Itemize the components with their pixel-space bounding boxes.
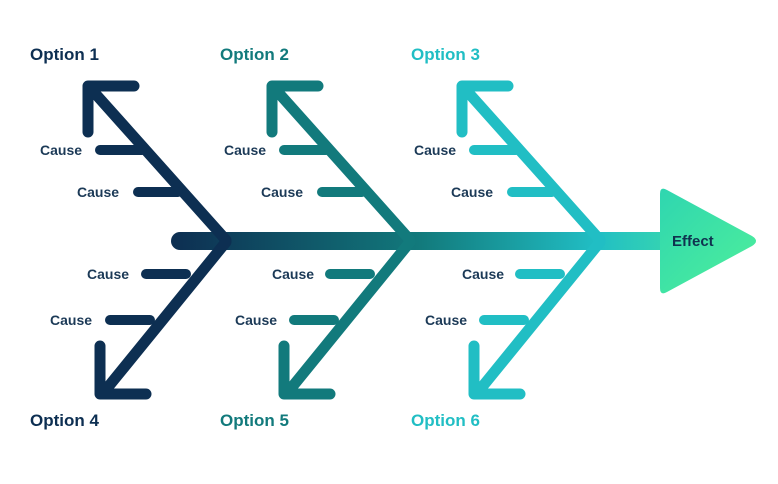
arrowhead-lower-6 xyxy=(468,340,526,400)
cause-label-11: Cause xyxy=(462,266,504,282)
cause-label-5: Cause xyxy=(224,142,266,158)
cause-label-1: Cause xyxy=(40,142,82,158)
arrowhead-upper-2 xyxy=(266,80,324,138)
effect-arrowhead xyxy=(660,188,756,294)
option-label-3: Option 3 xyxy=(411,45,480,64)
bone-group-2 xyxy=(266,80,416,400)
bone-group-1 xyxy=(82,80,232,400)
option-label-5: Option 5 xyxy=(220,411,289,430)
cause-label-4: Cause xyxy=(50,312,92,328)
cause-label-6: Cause xyxy=(261,184,303,200)
bone-lower-6 xyxy=(472,236,606,398)
bone-upper-3 xyxy=(460,84,606,246)
cause-label-9: Cause xyxy=(414,142,456,158)
cause-label-3: Cause xyxy=(87,266,129,282)
option-label-6: Option 6 xyxy=(411,411,480,430)
bone-lower-4 xyxy=(98,236,232,398)
arrowhead-upper-3 xyxy=(456,80,514,138)
cause-label-7: Cause xyxy=(272,266,314,282)
cause-label-2: Cause xyxy=(77,184,119,200)
arrowhead-upper-1 xyxy=(82,80,140,138)
option-label-1: Option 1 xyxy=(30,45,99,64)
option-label-4: Option 4 xyxy=(30,411,99,430)
cause-label-12: Cause xyxy=(425,312,467,328)
bone-upper-1 xyxy=(86,84,232,246)
effect-label: Effect xyxy=(672,233,714,250)
bone-lower-5 xyxy=(282,236,416,398)
option-label-2: Option 2 xyxy=(220,45,289,64)
arrowhead-lower-4 xyxy=(94,340,152,400)
cause-label-10: Cause xyxy=(451,184,493,200)
cause-label-8: Cause xyxy=(235,312,277,328)
bone-upper-2 xyxy=(270,84,416,246)
bone-group-3 xyxy=(456,80,606,400)
arrowhead-lower-5 xyxy=(278,340,336,400)
